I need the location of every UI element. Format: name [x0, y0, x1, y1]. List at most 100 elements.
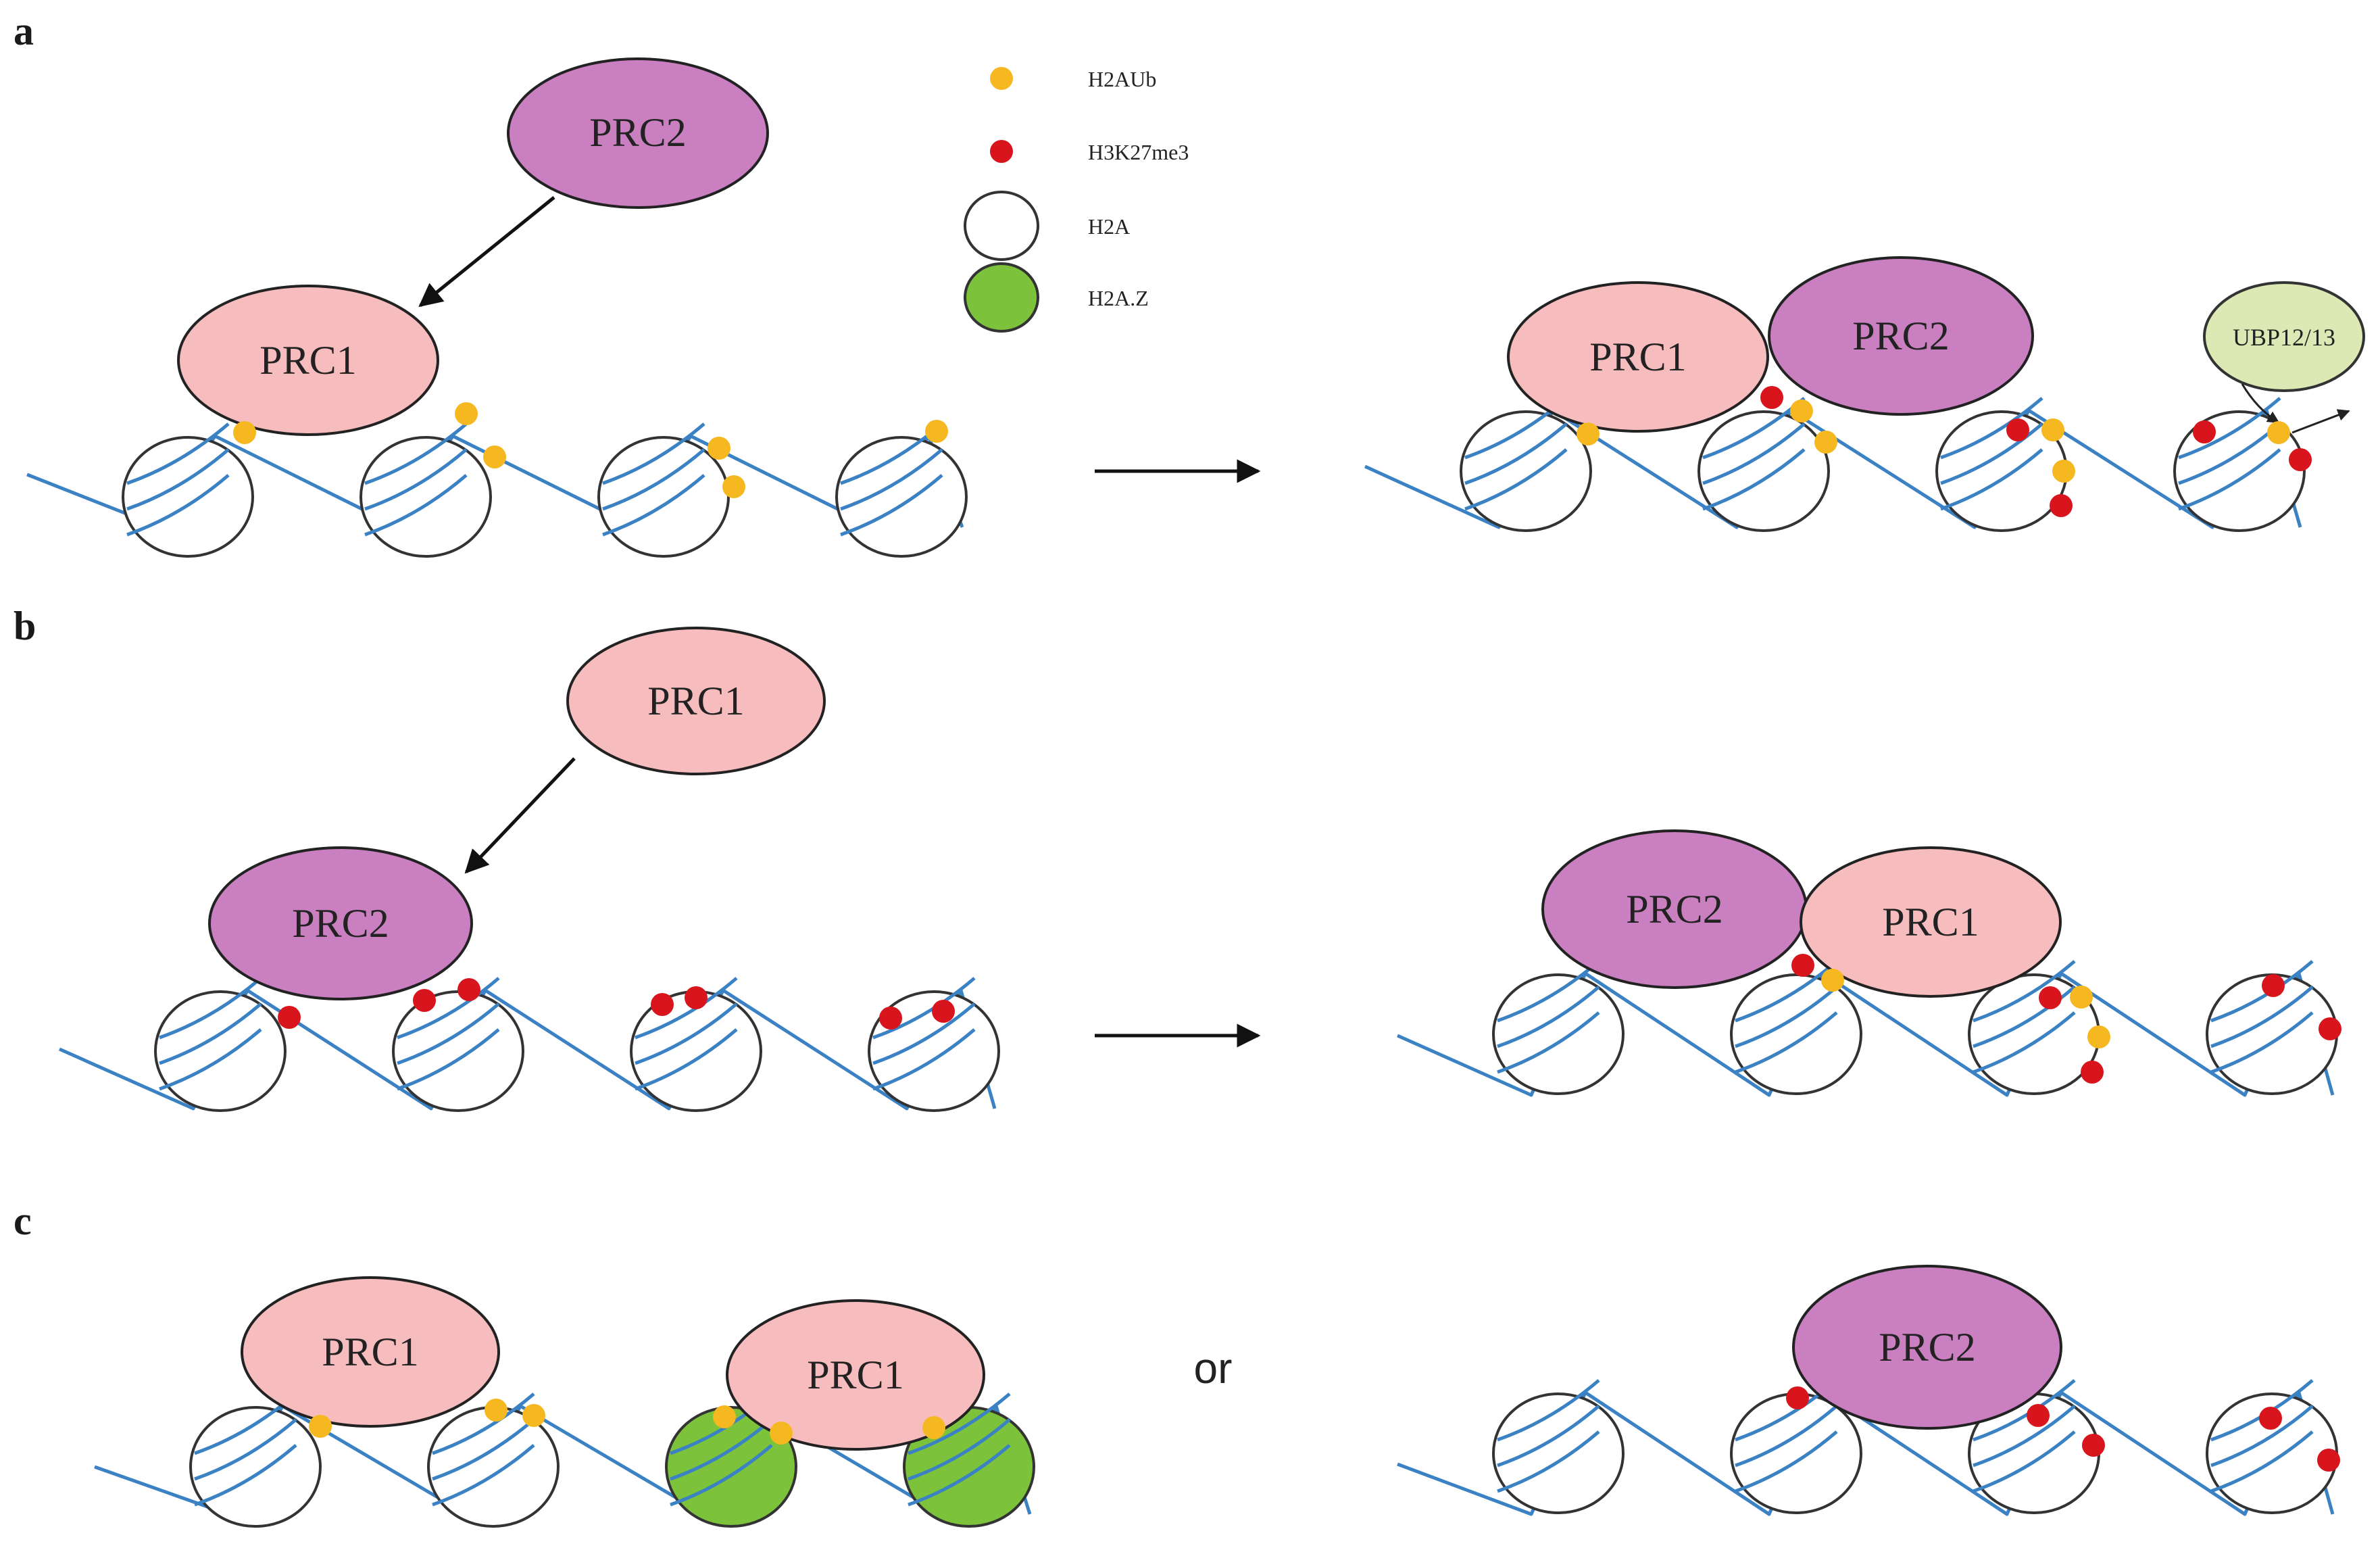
nucleosome-body [835, 436, 968, 558]
dna-wrap [1497, 986, 1600, 1048]
h3k27me3-mark [651, 993, 674, 1016]
nucleosome-body [1492, 1392, 1625, 1514]
h3k27me3-mark [2050, 494, 2073, 517]
panel-b: PRC1 PRC2 PRC2 PRC1 [208, 627, 2062, 1048]
legend-h2a-nucleosome [964, 191, 1039, 261]
panel-c-prc2 [1792, 1265, 2062, 1430]
dna-wrap [1940, 422, 2043, 485]
dna-wrap [840, 474, 943, 537]
panel-a: PRC2 PRC1 PRC1 PRC2 UBP12/13 [177, 57, 2365, 483]
h3k27me3-mark [932, 1000, 955, 1023]
dna-wrap [432, 1418, 535, 1481]
nucleosome-body [1730, 973, 1862, 1095]
dna-wrap [635, 1028, 738, 1091]
h2aub-mark [1814, 431, 1837, 454]
dna-wrap [2178, 448, 2281, 511]
panel-b-prc2-right-label: PRC2 [1626, 887, 1722, 931]
panel-a-prc2-right [1768, 256, 2034, 416]
h3k27me3-mark [2027, 1404, 2050, 1427]
h2aub-mark [1821, 969, 1844, 992]
h2a-nucleosome [1968, 1379, 2100, 1514]
dna-wrap [1735, 1430, 1838, 1493]
h3k27me3-mark [278, 1006, 301, 1029]
dna-wrap [670, 1418, 773, 1481]
h2a-nucleosome [835, 422, 968, 558]
dna-wrap [126, 474, 230, 537]
dna-wrap [2210, 1011, 2314, 1074]
dna-wrap [1973, 986, 2076, 1048]
h3k27me3-mark [2317, 1449, 2340, 1472]
dna-wrap [159, 1028, 262, 1091]
panel-a-prc1-right [1507, 281, 1769, 433]
panel-c: PRC1 PRC1 or PRC2 [241, 1265, 2062, 1451]
dna-wrap [432, 1444, 535, 1507]
dna-wrap [1497, 1379, 1600, 1442]
h2aub-mark [722, 475, 745, 498]
dna-wrap [602, 422, 705, 485]
h3k27me3-mark [685, 986, 708, 1009]
nucleosome-body [1460, 410, 1592, 532]
h3k27me3-mark [2259, 1407, 2282, 1430]
dna-wrap [1973, 1379, 2076, 1442]
dna-wrap [908, 1444, 1011, 1507]
panel-b-prc1-right [1800, 846, 2062, 998]
h3k27me3-mark [1791, 954, 1814, 977]
panel-a-ubp-release-arrow [2291, 409, 2350, 434]
dna-wrap [2178, 397, 2281, 460]
legend-h3k27me3-label: H3K27me3 [1088, 140, 1189, 164]
h2aub-mark [483, 445, 506, 468]
dna-wrap [1940, 448, 2043, 511]
panel-b-prc1-right-label: PRC1 [1882, 900, 1979, 944]
dna-wrap [194, 1418, 297, 1481]
h3k27me3-mark [1786, 1386, 1809, 1409]
h2aub-mark [2070, 986, 2093, 1009]
dna-wrap [872, 1002, 976, 1065]
h2a-nucleosome [392, 977, 524, 1112]
nucleosome-body [154, 990, 287, 1112]
h2a-nucleosome [1968, 960, 2100, 1095]
panel-a-prc2-recruiting-label: PRC2 [589, 110, 686, 155]
h2a-nucleosome [868, 977, 1000, 1112]
legend-h2aub-label: H2AUb [1088, 67, 1156, 91]
panel-c-prc2-label: PRC2 [1879, 1325, 1975, 1370]
nucleosome-body [1697, 410, 1830, 532]
h2az-nucleosome [665, 1392, 797, 1528]
dna-wrap [159, 1002, 262, 1065]
h2a-nucleosome [154, 977, 287, 1112]
nucleosome-body [189, 1406, 322, 1528]
dna-wrap [670, 1444, 773, 1507]
dna-wrap [635, 977, 738, 1040]
h3k27me3-mark [2081, 1061, 2104, 1084]
legend-h2az-nucleosome [964, 262, 1039, 333]
h2a-nucleosome [1730, 960, 1862, 1095]
h2aub-mark [233, 421, 256, 444]
legend-h2az-label: H2A.Z [1088, 286, 1149, 310]
dna-wrap [2210, 960, 2314, 1023]
dna-wrap [1464, 448, 1568, 511]
h2aub-mark [708, 437, 730, 460]
dna-wrap [602, 448, 705, 511]
dna-wrap [1497, 1011, 1600, 1074]
h2a-nucleosome [1492, 1379, 1625, 1514]
dna-wrap [1940, 397, 2043, 460]
nucleosome-body [360, 436, 492, 558]
panel-letter-a: a [14, 9, 34, 53]
dna-wrap [1973, 1430, 2076, 1493]
dna-wrap [602, 474, 705, 537]
h3k27me3-mark [2082, 1434, 2105, 1457]
dna-wrap [126, 422, 230, 485]
dna-wrap [364, 448, 468, 511]
legend-h2aub-dot [990, 67, 1013, 90]
h3k27me3-mark [2193, 420, 2216, 443]
dna-wrap [1973, 1405, 2076, 1468]
panel-c-prc1-second-label: PRC1 [807, 1353, 903, 1397]
h2a-nucleosome [2173, 397, 2306, 532]
h2aub-mark [2267, 421, 2290, 444]
dna-wrap [397, 977, 500, 1040]
panel-a-ubp12-13 [2203, 281, 2365, 392]
dna-wrap [1464, 422, 1568, 485]
legend: H2AUb H3K27me3 H2A H2A.Z [964, 67, 1189, 333]
dna-wrap [159, 977, 262, 1040]
dna-wrap [1735, 1405, 1838, 1468]
